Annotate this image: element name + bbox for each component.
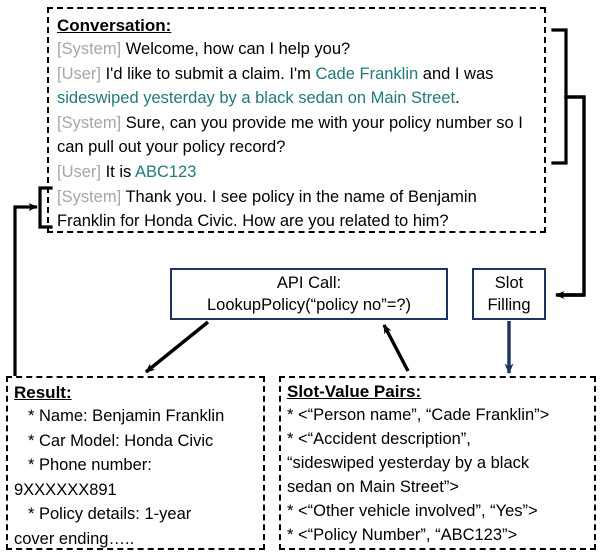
turn-text: . (455, 89, 460, 108)
entity-accident-description: sideswiped yesterday by a black sedan on… (57, 89, 456, 108)
conversation-turn: [System] Sure, can you provide me with y… (57, 111, 536, 160)
turn-speaker: [System] (57, 187, 122, 206)
api-call-box: API Call: LookupPolicy(“policy no”=?) (170, 268, 448, 320)
turn-text: and I was (418, 64, 494, 83)
turn-speaker: [System] (57, 113, 122, 132)
right-bracket-outer (558, 95, 586, 297)
turn-text: Sure, can you provide me with your polic… (57, 113, 523, 157)
turn-text: I'd like to submit a claim. I'm (101, 64, 316, 83)
result-box: Result: * Name: Benjamin Franklin * Car … (6, 376, 265, 550)
result-title: Result: (14, 383, 72, 402)
slot-filling-box: Slot Filling (472, 268, 546, 320)
conversation-turn: [System] Thank you. I see policy in the … (57, 185, 536, 234)
conversation-turns: [System] Welcome, how can I help you? [U… (57, 37, 536, 234)
conversation-turn: [User] I'd like to submit a claim. I'm C… (57, 62, 536, 111)
result-line: * Policy details: 1-year (28, 505, 192, 523)
slot-values-to-api-call-arrow (382, 324, 410, 372)
slot-value-pairs-box: Slot-Value Pairs: * <“Person name”, “Cad… (279, 376, 596, 550)
result-line: * Car Model: Honda Civic (28, 431, 214, 450)
turn-text: Welcome, how can I help you? (121, 40, 351, 58)
conversation-turn: [User] It is ABC123 (57, 160, 536, 185)
slot-value-line: * <“Policy Number”, “ABC123”> (287, 526, 518, 544)
api-call-to-result-arrow (144, 320, 210, 374)
slot-value-line: * <“Person name”, “Cade Franklin”> (287, 406, 550, 424)
api-call-signature: LookupPolicy(“policy no”=?) (206, 296, 412, 314)
slot-value-line: “sideswiped yesterday by a black (287, 454, 530, 472)
turn-speaker: [System] (57, 40, 122, 58)
slot-value-pairs-title: Slot-Value Pairs: (287, 382, 422, 401)
result-line: 9XXXXXX891 (14, 480, 117, 499)
slot-value-line: sedan on Main Street”> (287, 478, 459, 496)
result-to-conversation-arrow (13, 203, 38, 376)
slot-value-line: * <“Other vehicle involved”, “Yes”> (287, 502, 538, 520)
slot-value-line: * <“Accident description”, (287, 430, 471, 448)
turn-speaker: [User] (57, 64, 102, 83)
slot-filling-line2: Filling (487, 296, 531, 314)
right-bracket-upper (551, 28, 568, 165)
conversation-box: Conversation: [System] Welcome, how can … (47, 7, 546, 233)
conversation-title: Conversation: (57, 16, 172, 35)
conversation-turn: [System] Welcome, how can I help you? (57, 37, 536, 62)
result-line: * Phone number: (28, 456, 152, 474)
result-line: cover ending….. (14, 529, 135, 548)
slot-filling-line1: Slot (494, 274, 524, 292)
turn-text: It is (101, 162, 135, 181)
turn-text: Thank you. I see policy in the name of B… (57, 187, 477, 231)
result-line: * Name: Benjamin Franklin (28, 407, 225, 425)
entity-person-name: Cade Franklin (315, 64, 419, 83)
turn-speaker: [User] (57, 162, 102, 181)
entity-policy-number: ABC123 (134, 162, 197, 181)
api-call-title: API Call: (276, 274, 342, 292)
